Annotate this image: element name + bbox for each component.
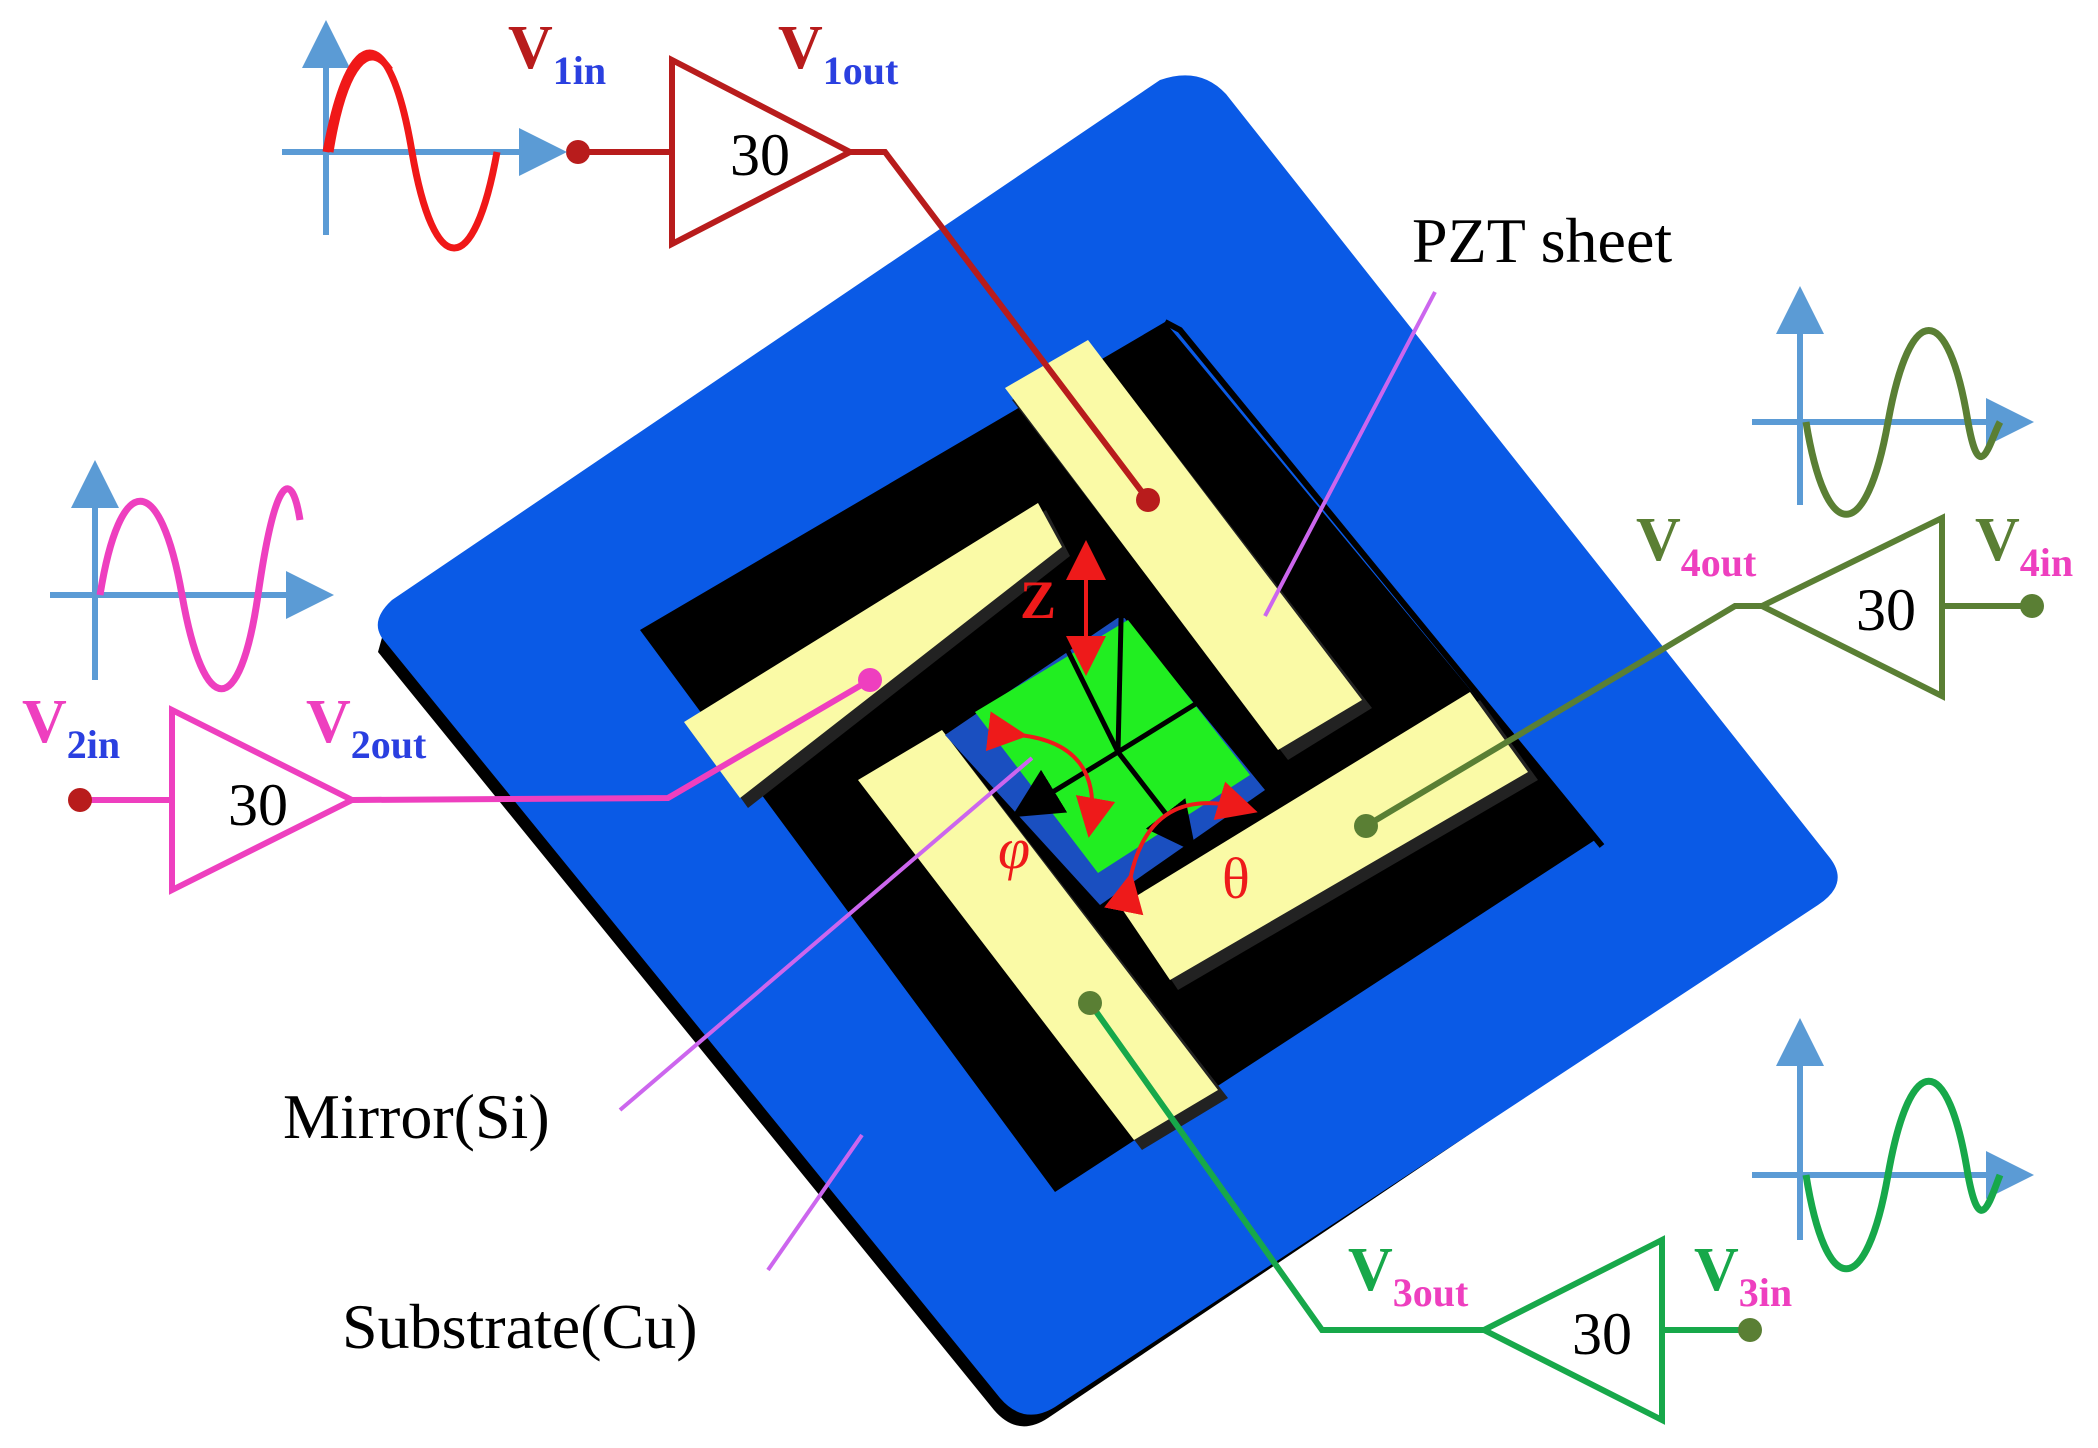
amplifier-4-gain: 30: [1856, 577, 1916, 643]
amplifier-3: 30: [1477, 1235, 1665, 1425]
waveform-2: [50, 460, 334, 693]
amplifier-1-gain: 30: [730, 122, 790, 188]
sine-wave-3-icon: [1802, 1077, 2004, 1273]
substrate-face: [377, 75, 1838, 1415]
substrate-pointer: [766, 1133, 864, 1272]
pointer-lines: [618, 291, 1437, 1272]
v4-in-label: V4in: [1975, 506, 2073, 585]
sine-wave-2-icon: [96, 485, 304, 693]
amplifier-2-gain: 30: [228, 772, 288, 838]
pzt-pointer: [1263, 291, 1437, 617]
pzt-arm-1: [1005, 340, 1362, 750]
pzt-sheet-label: PZT sheet: [1412, 205, 1672, 276]
waveform-1: [282, 20, 567, 252]
amplifier-1: 30: [669, 55, 857, 249]
wires: [68, 140, 2044, 1342]
v3-in-label: V3in: [1694, 1236, 1792, 1315]
v1-out-label: V1out: [778, 14, 899, 93]
amplifier-4: 30: [1755, 513, 1945, 701]
pzt-arm-3: [858, 730, 1218, 1140]
waveform-3: [1752, 1018, 2034, 1273]
v2-in-label: V2in: [22, 688, 120, 767]
amplifier-3-gain: 30: [1572, 1301, 1632, 1367]
phi-label: φ: [998, 816, 1030, 881]
z-axis-label: Z: [1020, 570, 1056, 630]
v2-out-label: V2out: [306, 688, 427, 767]
theta-label: θ: [1222, 846, 1250, 911]
substrate-label: Substrate(Cu): [342, 1291, 698, 1362]
waveform-4: [1752, 286, 2034, 518]
sine-wave-4-icon: [1802, 327, 2004, 518]
mirror-axes: [985, 540, 1258, 916]
amplifier-2: 30: [169, 705, 359, 895]
mirror-label: Mirror(Si): [283, 1081, 550, 1152]
mirror-pointer: [618, 756, 1034, 1112]
sine-wave-1-icon: [322, 49, 501, 252]
v4-out-label: V4out: [1636, 506, 1757, 585]
pzt-arm-2: [684, 503, 1062, 798]
v3-out-label: V3out: [1348, 1236, 1469, 1315]
v1-in-label: V1in: [508, 14, 606, 93]
